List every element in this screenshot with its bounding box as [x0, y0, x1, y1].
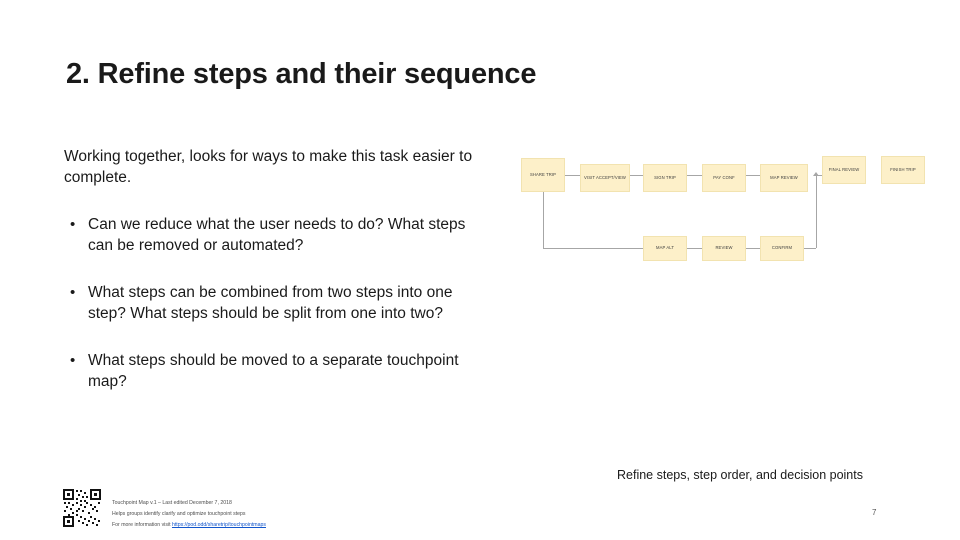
diagram-node-top-4[interactable]: PAY CONF	[702, 164, 746, 192]
footer-line-2: Helps groups identify clarify and optimi…	[112, 511, 246, 517]
footer-link[interactable]: https://pod.odd/sharetrip/touchpointmaps	[171, 522, 266, 528]
diagram-node-top-6[interactable]: FINAL REVIEW	[822, 156, 866, 184]
connector-right-vertical	[816, 175, 817, 248]
qr-code-icon	[62, 488, 102, 528]
diagram-node-top-7[interactable]: FINISH TRIP	[881, 156, 925, 184]
diagram-node-top-3[interactable]: SIGN TRIP	[643, 164, 687, 192]
diagram-node-top-1[interactable]: SHARE TRIP	[521, 158, 565, 192]
connector-bottom-horizontal-left	[543, 248, 658, 249]
connector-left-vertical	[543, 175, 544, 248]
diagram-node-top-2[interactable]: VISIT ACCEPT/VIEW	[580, 164, 630, 192]
footer-line-3: For more information visit https://pod.o…	[112, 520, 532, 531]
footer-line-1: Touchpoint Map v.1 – Last edited Decembe…	[112, 500, 232, 506]
diagram-node-top-5[interactable]: MAP REVIEW	[760, 164, 808, 192]
bullet-item-1: Can we reduce what the user needs to do?…	[64, 214, 484, 256]
footer-text: Touchpoint Map v.1 – Last edited Decembe…	[112, 498, 532, 531]
diagram-node-bottom-1[interactable]: MAP ALT	[643, 236, 687, 261]
diagram-node-bottom-3[interactable]: CONFIRM	[760, 236, 804, 261]
footer-line-3-prefix: For more information visit	[112, 522, 172, 528]
lead-paragraph: Working together, looks for ways to make…	[64, 148, 473, 186]
diagram-node-bottom-2[interactable]: REVIEW	[702, 236, 746, 261]
page-title: 2. Refine steps and their sequence	[66, 58, 537, 90]
touchpoint-map-diagram: SHARE TRIP VISIT ACCEPT/VIEW SIGN TRIP P…	[505, 150, 945, 280]
arrowhead-up-icon	[813, 172, 819, 176]
bullet-item-3: What steps should be moved to a separate…	[64, 350, 484, 392]
page-number: 7	[872, 508, 877, 517]
body-column: Working together, looks for ways to make…	[64, 146, 484, 418]
diagram-caption: Refine steps, step order, and decision p…	[617, 468, 863, 482]
bullet-item-2: What steps can be combined from two step…	[64, 282, 484, 324]
